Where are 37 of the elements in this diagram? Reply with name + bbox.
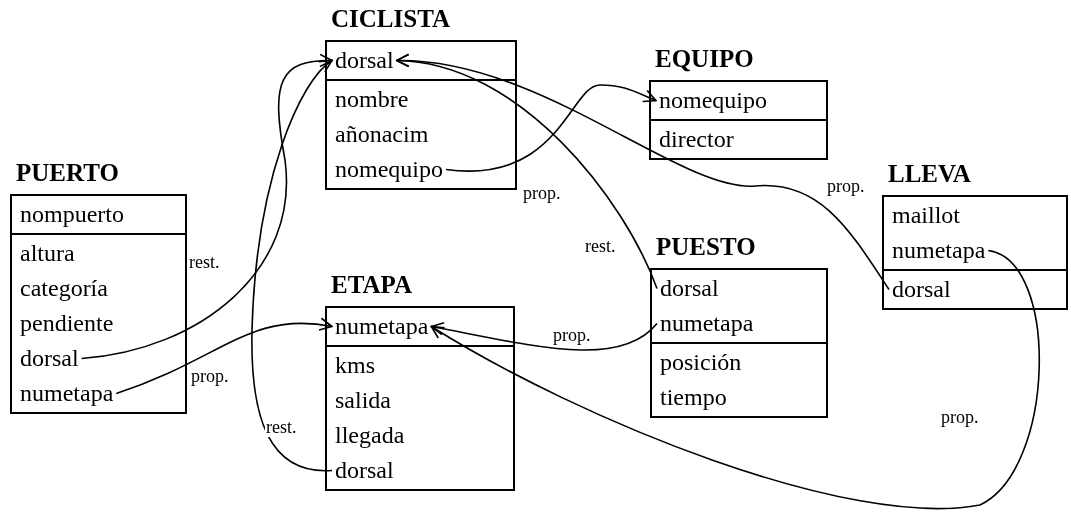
attribute-name: llegada: [335, 418, 405, 453]
attribute-name: salida: [335, 383, 391, 418]
arrow: [395, 54, 890, 291]
attribute-name: dorsal: [335, 453, 394, 488]
attribute-name: maillot: [892, 198, 960, 233]
attribute-name: numetapa: [20, 376, 114, 411]
table-title: LLEVA: [888, 159, 971, 189]
attribute-name: numetapa: [660, 306, 754, 341]
attribute-name: altura: [20, 236, 75, 271]
attribute-name: dorsal: [892, 272, 951, 307]
table-title: PUERTO: [16, 158, 119, 188]
table-title: PUESTO: [656, 232, 756, 262]
attribute-name: añonacim: [335, 117, 429, 152]
table-title: EQUIPO: [655, 44, 754, 74]
attribute-name: nombre: [335, 82, 409, 117]
arrow: [445, 84, 657, 172]
arrow: [430, 249, 1040, 510]
attribute-name: nomequipo: [335, 152, 443, 187]
attribute-name: numetapa: [335, 309, 429, 344]
attribute-name: dorsal: [335, 43, 394, 78]
table-title: ETAPA: [331, 270, 413, 300]
arrow: [80, 54, 333, 360]
arrow: [430, 322, 658, 351]
attribute-name: kms: [335, 348, 375, 383]
attribute-name: tiempo: [660, 380, 727, 415]
arrow: [115, 318, 333, 395]
attribute-name: nomequipo: [659, 83, 767, 118]
attribute-name: numetapa: [892, 233, 986, 268]
attribute-name: dorsal: [660, 271, 719, 306]
attribute-name: nompuerto: [20, 197, 124, 232]
table-title: CICLISTA: [331, 4, 451, 34]
attribute-name: director: [659, 122, 734, 157]
arrow: [251, 59, 333, 472]
attribute-name: dorsal: [20, 341, 79, 376]
attribute-name: posición: [660, 345, 742, 380]
attribute-name: categoría: [20, 271, 108, 306]
attribute-name: pendiente: [20, 306, 114, 341]
